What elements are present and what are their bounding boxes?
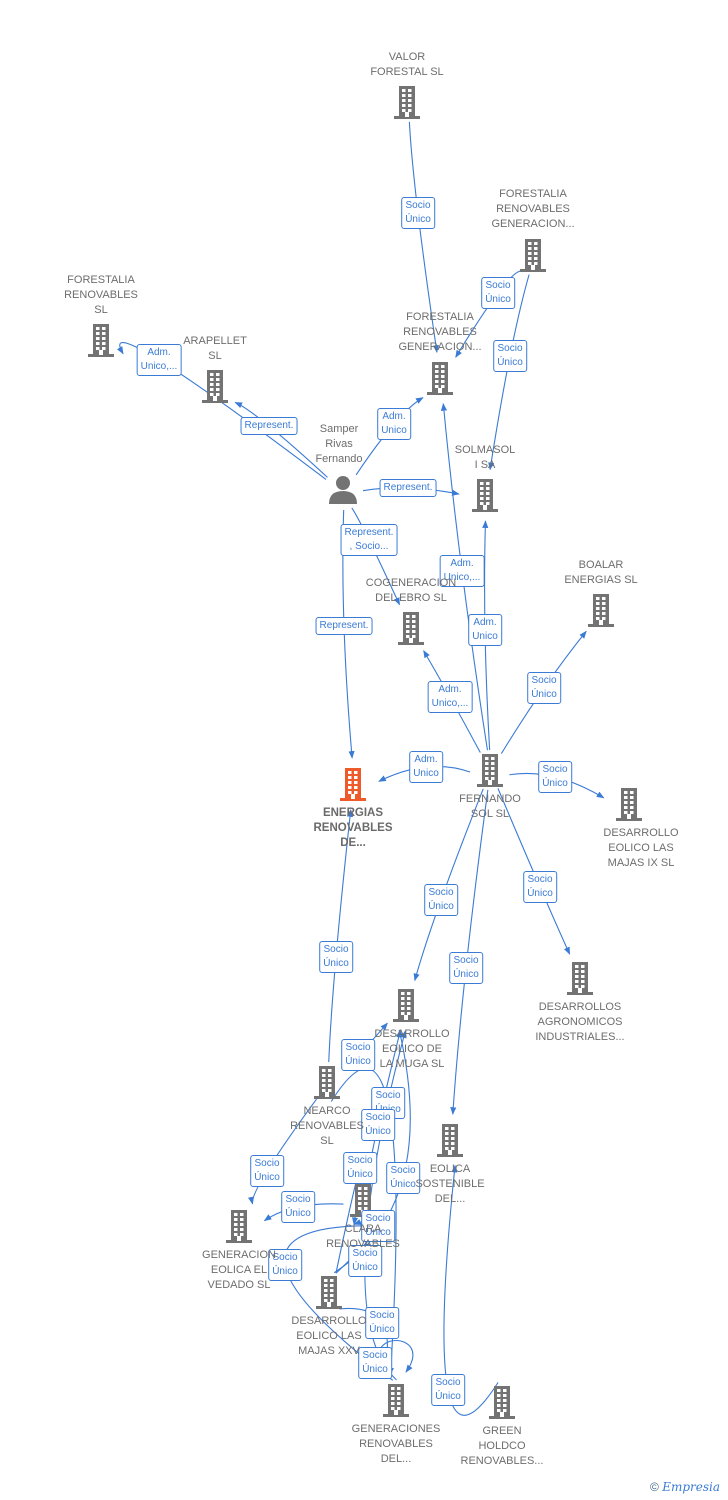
edge-label[interactable]: Socio Único (538, 761, 572, 793)
node-label[interactable]: VALOR FORESTAL SL (370, 51, 444, 78)
edge-label[interactable]: Socio Único (281, 1191, 315, 1223)
edge-label[interactable]: Adm. Unico (377, 408, 411, 440)
edge-label[interactable]: Socio Único (250, 1155, 284, 1187)
node-label[interactable]: COGENERACION DEL EBRO SL (365, 577, 457, 604)
node-label[interactable]: Samper Rivas Fernando (315, 423, 363, 465)
edge-label[interactable]: Socio Único (358, 1347, 392, 1379)
node-label[interactable]: FORESTALIA RENOVABLES SL (64, 274, 138, 316)
edge-label[interactable]: Socio Único (523, 871, 557, 903)
node-label[interactable]: DESARROLLO EOLICO LAS MAJAS XXV (291, 1315, 367, 1357)
node-label[interactable]: ENERGIAS RENOVABLES DE... (313, 807, 393, 849)
edge-label[interactable]: Socio Único (361, 1210, 395, 1242)
node-cogen[interactable] (398, 612, 424, 645)
edge-label[interactable]: Socio Único (343, 1152, 377, 1184)
edge-label[interactable]: Socio Único (431, 1374, 465, 1406)
node-des_agro[interactable] (567, 962, 593, 995)
edge-label[interactable]: Socio Único (365, 1307, 399, 1339)
edge-label[interactable]: Socio Único (268, 1249, 302, 1281)
node-label[interactable]: EOLICA SOSTENIBLE DEL... (415, 1163, 485, 1205)
node-frg_top[interactable] (520, 239, 546, 272)
edge-label[interactable]: Socio Único (319, 941, 353, 973)
copyright-symbol: © (650, 1480, 659, 1494)
edge-label[interactable]: Represent. (240, 417, 298, 435)
node-label[interactable]: DESARROLLOS AGRONOMICOS INDUSTRIALES... (535, 1001, 625, 1043)
node-des_muga[interactable] (393, 989, 419, 1022)
node-label[interactable]: NEARCO RENOVABLES SL (290, 1105, 364, 1147)
edge-label[interactable]: Adm. Unico (468, 614, 502, 646)
copyright-footer: © Empresia (650, 1480, 720, 1494)
node-label[interactable]: CLARA RENOVABLES (326, 1223, 400, 1250)
edge-label[interactable]: Socio Único (424, 884, 458, 916)
edge-label[interactable]: Represent. (315, 617, 373, 635)
nodes-layer (88, 86, 642, 1419)
node-label[interactable]: GENERACIONES RENOVABLES DEL... (351, 1423, 441, 1465)
person-icon[interactable] (329, 476, 357, 504)
node-label[interactable]: BOALAR ENERGIAS SL (564, 559, 638, 586)
edge-label[interactable]: Socio Único (361, 1109, 395, 1141)
node-des_ix[interactable] (616, 788, 642, 821)
node-gen_vedado[interactable] (226, 1210, 252, 1243)
node-label[interactable]: DESARROLLO EOLICO LAS MAJAS IX SL (603, 827, 679, 869)
node-des_xxv[interactable] (316, 1276, 342, 1309)
node-label[interactable]: DESARROLLO EOLICO DE LA MUGA SL (374, 1028, 450, 1070)
edge-samper-arapellet (234, 401, 328, 478)
node-green[interactable] (489, 1386, 515, 1419)
node-label[interactable]: FORESTALIA RENOVABLES GENERACION... (491, 188, 575, 230)
node-label[interactable]: ARAPELLET SL (183, 335, 247, 362)
edge-label[interactable]: Socio Único (348, 1245, 382, 1277)
node-label[interactable]: SOLMASOL I SA (454, 444, 516, 471)
edge-label[interactable]: Adm. Unico,... (136, 344, 182, 376)
empresia-logo[interactable]: Empresia (662, 1480, 720, 1494)
edge-label[interactable]: Socio Único (341, 1039, 375, 1071)
node-label[interactable]: GENERACION EOLICA EL VEDADO SL (202, 1249, 276, 1291)
edge-label[interactable]: Socio Único (401, 197, 435, 229)
edge-label[interactable]: Adm. Unico,... (427, 681, 473, 713)
node-eolica[interactable] (437, 1124, 463, 1157)
edge-label[interactable]: Socio Único (449, 952, 483, 984)
edge-label[interactable]: Adm. Unico,... (439, 555, 485, 587)
node-fernando[interactable] (477, 754, 503, 787)
node-label[interactable]: FORESTALIA RENOVABLES GENERACION... (398, 311, 482, 353)
node-boalar[interactable] (588, 594, 614, 627)
node-solmasol[interactable] (472, 479, 498, 512)
edge-label[interactable]: Represent. (379, 479, 437, 497)
node-valor[interactable] (394, 86, 420, 119)
edge-label[interactable]: Socio Único (527, 672, 561, 704)
edge-label[interactable]: Socio Único (493, 340, 527, 372)
node-frg_mid[interactable] (427, 362, 453, 395)
node-arapellet[interactable] (202, 370, 228, 403)
edge-label[interactable]: Socio Único (481, 277, 515, 309)
node-nearco[interactable] (314, 1066, 340, 1099)
edge-label[interactable]: Represent. , Socio... (340, 524, 398, 556)
focus-company-node[interactable] (340, 768, 366, 801)
node-label[interactable]: GREEN HOLDCO RENOVABLES... (460, 1425, 544, 1467)
edge-label[interactable]: Adm. Unico (409, 751, 443, 783)
node-label[interactable]: FERNANDO SOL SL (459, 793, 521, 820)
node-gen_ren[interactable] (383, 1384, 409, 1417)
edge-label[interactable]: Socio Único (386, 1162, 420, 1194)
node-fr_sl[interactable] (88, 324, 114, 357)
